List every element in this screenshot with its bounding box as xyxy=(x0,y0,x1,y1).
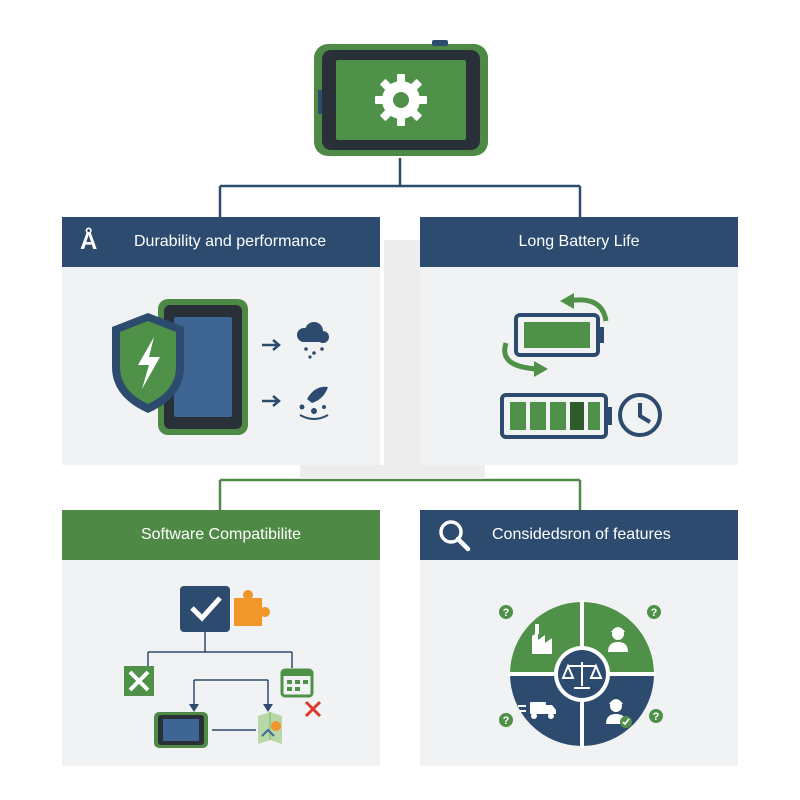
panel-battery: Long Battery Life xyxy=(420,217,738,465)
panel-title: Durability and performance xyxy=(134,233,327,250)
panel-title: Considedsron of features xyxy=(492,526,671,543)
panel-header: Software Compatibilite xyxy=(62,510,380,560)
gear-icon xyxy=(375,74,427,126)
panel-software: Software Compatibilite xyxy=(62,510,380,766)
search-icon xyxy=(439,520,471,552)
panel-header: Considedsron of features xyxy=(420,510,738,560)
svg-text:?: ? xyxy=(503,715,510,727)
panel-title: Long Battery Life xyxy=(518,233,640,250)
question-mark-icon: ? ? ? ? xyxy=(499,605,663,727)
panel-features: Considedsron of features xyxy=(420,510,738,766)
svg-text:?: ? xyxy=(651,607,658,619)
panel-header: Å Durability and performance xyxy=(62,217,380,267)
feature-considerations-wheel: ? ? ? ? xyxy=(499,600,663,748)
panel-durability: Å Durability and performance xyxy=(62,217,380,465)
software-compatibility-flow-icon xyxy=(124,586,322,748)
panel-header: Long Battery Life xyxy=(420,217,738,267)
battery-cycle-clock-icon xyxy=(500,293,662,439)
panel-title: Software Compatibilite xyxy=(140,526,302,543)
svg-text:?: ? xyxy=(503,607,510,619)
shield-tablet-weather-icon xyxy=(112,299,329,435)
panel-title-icon: Å xyxy=(80,228,98,255)
svg-text:?: ? xyxy=(653,711,660,723)
root-tablet xyxy=(312,40,490,160)
